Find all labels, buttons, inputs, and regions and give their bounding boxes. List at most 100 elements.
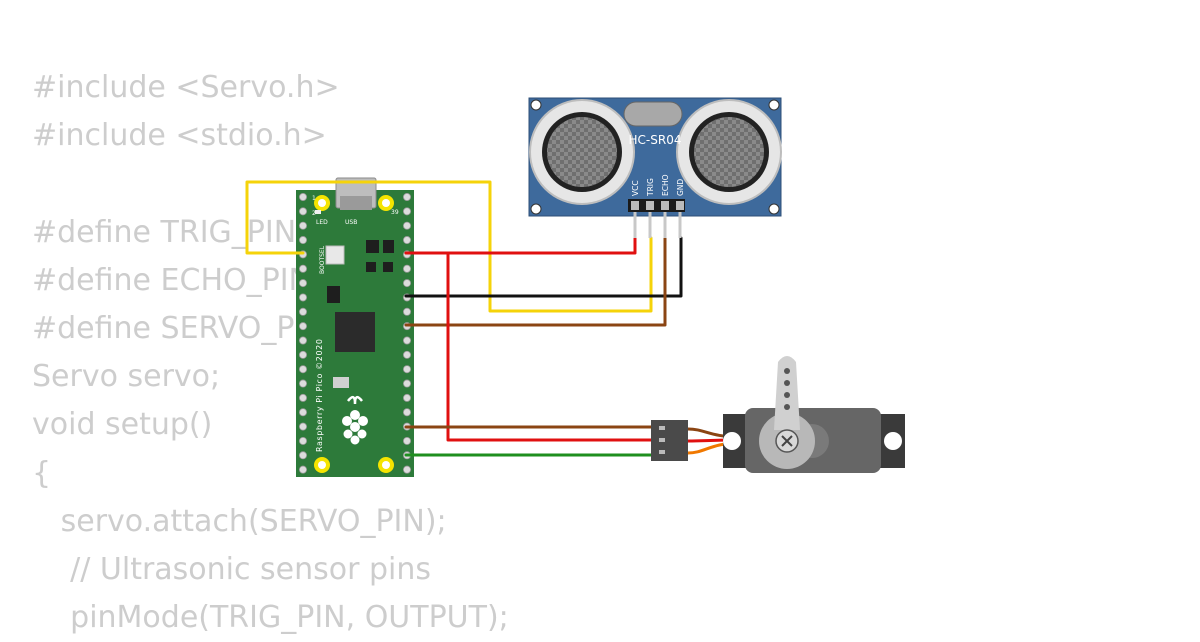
- component-chip: [366, 262, 376, 272]
- servo-mount-hole: [884, 432, 902, 450]
- pico-pin[interactable]: [298, 393, 307, 402]
- servo-connector-pin: [659, 438, 665, 442]
- pico-pin[interactable]: [298, 336, 307, 345]
- pico-pin[interactable]: [402, 350, 411, 359]
- sensor-header-pin[interactable]: [646, 201, 654, 210]
- raspberry-logo-icon: [342, 395, 368, 445]
- wire-servo-vcc[interactable]: [404, 251, 659, 442]
- servo-mount-hole: [723, 432, 741, 450]
- pico-pin[interactable]: [298, 264, 307, 273]
- pico-pin[interactable]: [298, 408, 307, 417]
- hc-sr04-sensor[interactable]: HC-SR04 VCC TRIG ECHO GND: [528, 97, 782, 217]
- component-chip: [383, 240, 394, 253]
- code-line: servo.attach(SERVO_PIN);: [32, 503, 447, 539]
- regulator-chip: [366, 240, 379, 253]
- sensor-header-pins[interactable]: [631, 201, 684, 210]
- sensor-crystal: [623, 101, 683, 127]
- servo-connector-pin: [659, 450, 665, 454]
- pico-pin[interactable]: [402, 336, 411, 345]
- wire-trig[interactable]: [245, 180, 653, 313]
- pico-pin[interactable]: [402, 192, 411, 201]
- wires: [245, 180, 683, 457]
- sensor-header-pin[interactable]: [631, 201, 639, 210]
- pico-pin[interactable]: [298, 236, 307, 245]
- usb-label: USB: [345, 219, 357, 226]
- pico-pin[interactable]: [402, 221, 411, 230]
- sensor-pin-leg: [678, 212, 682, 238]
- pico-pin[interactable]: [298, 365, 307, 374]
- pico-pin[interactable]: [298, 192, 307, 201]
- pico-pin[interactable]: [298, 451, 307, 460]
- pico-pin[interactable]: [298, 436, 307, 445]
- sensor-pin-label: VCC: [631, 180, 640, 196]
- pico-pin[interactable]: [298, 293, 307, 302]
- pico-pins-right[interactable]: [402, 192, 411, 474]
- crystal: [333, 377, 349, 388]
- pico-pin[interactable]: [402, 279, 411, 288]
- pico-pin[interactable]: [298, 221, 307, 230]
- pico-pin[interactable]: [298, 307, 307, 316]
- pico-pin[interactable]: [402, 408, 411, 417]
- pico-pin[interactable]: [402, 307, 411, 316]
- pico-pin[interactable]: [298, 379, 307, 388]
- sensor-pin-legs: [633, 212, 682, 238]
- wire-vcc[interactable]: [404, 236, 637, 255]
- led-indicator: [315, 210, 321, 214]
- code-background: #include <Servo.h>#include <stdio.h>#def…: [32, 64, 509, 642]
- wire-gnd[interactable]: [404, 236, 683, 298]
- pico-pin[interactable]: [402, 365, 411, 374]
- pico-pin[interactable]: [402, 207, 411, 216]
- pin2-label: 2: [312, 210, 316, 217]
- usb-connector-inner: [340, 196, 372, 210]
- sensor-header-pin[interactable]: [661, 201, 669, 210]
- code-line: pinMode(TRIG_PIN, OUTPUT);: [32, 600, 509, 636]
- pico-pin[interactable]: [298, 422, 307, 431]
- sensor-pin-labels: VCC TRIG ECHO GND: [631, 174, 685, 197]
- pico-pin[interactable]: [298, 350, 307, 359]
- pico-pin[interactable]: [402, 264, 411, 273]
- code-line: void setup(): [32, 407, 213, 443]
- code-line: {: [32, 455, 52, 491]
- servo-horn[interactable]: [759, 356, 815, 469]
- sensor-hole: [768, 203, 780, 215]
- mounting-holes: [314, 195, 394, 473]
- pico-pin[interactable]: [402, 236, 411, 245]
- bootsel-button[interactable]: [325, 245, 345, 265]
- pico-pin[interactable]: [298, 465, 307, 474]
- sensor-hole: [530, 203, 542, 215]
- code-line: #include <stdio.h>: [32, 118, 327, 154]
- servo-connector[interactable]: [651, 420, 688, 461]
- pin39-label: 39: [391, 209, 399, 216]
- code-line: Servo servo;: [32, 359, 221, 395]
- servo-connector-pin: [659, 426, 665, 430]
- pin1-label: 1: [312, 195, 316, 202]
- component-chip: [383, 262, 393, 272]
- pico-pin[interactable]: [402, 393, 411, 402]
- code-line: // Ultrasonic sensor pins: [32, 551, 432, 587]
- brand-label: Raspberry Pi Pico ©2020: [315, 338, 324, 452]
- wire-echo[interactable]: [404, 236, 667, 327]
- sensor-pin-label: ECHO: [661, 174, 670, 196]
- bootsel-label: BOOTSEL: [319, 245, 326, 274]
- sensor-pin-leg: [633, 212, 637, 238]
- code-line: #define ECHO_PIN: [32, 262, 311, 298]
- sensor-header: [628, 199, 685, 212]
- pico-pin[interactable]: [298, 279, 307, 288]
- sensor-pin-label: GND: [676, 179, 685, 196]
- pico-pin[interactable]: [402, 465, 411, 474]
- pico-pin[interactable]: [298, 322, 307, 331]
- sensor-model-label: HC-SR04: [629, 133, 682, 147]
- code-line: #define TRIG_PIN: [32, 214, 297, 250]
- sensor-pin-label: TRIG: [646, 178, 655, 197]
- flash-chip: [327, 286, 340, 303]
- pico-pin[interactable]: [402, 436, 411, 445]
- sensor-header-pin[interactable]: [676, 201, 684, 210]
- servo-motor[interactable]: [651, 356, 905, 473]
- sensor-pin-leg: [663, 212, 667, 238]
- sensor-pin-leg: [648, 212, 652, 238]
- pico-pin[interactable]: [298, 207, 307, 216]
- sensor-hole: [530, 99, 542, 111]
- pico-board[interactable]: LED USB 1 2 39 BOOTSEL Raspberry Pi Pico…: [296, 177, 414, 477]
- pico-pin[interactable]: [402, 379, 411, 388]
- transducer-left: [529, 99, 635, 205]
